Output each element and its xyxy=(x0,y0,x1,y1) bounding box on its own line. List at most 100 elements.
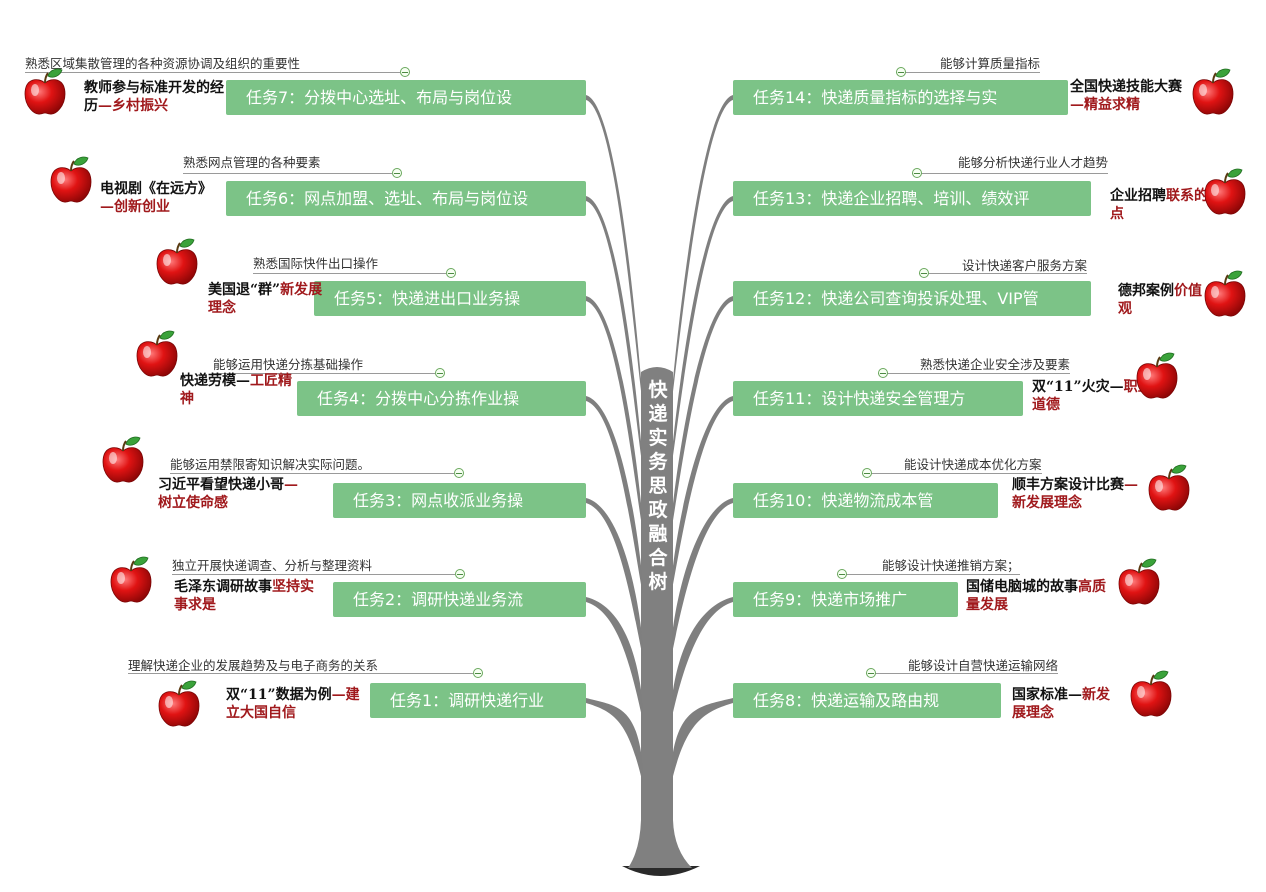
branch-line xyxy=(671,196,733,470)
collapse-toggle-icon[interactable] xyxy=(919,268,929,278)
collapse-toggle-icon[interactable] xyxy=(896,67,906,77)
task-node[interactable]: 任务9：快递市场推广 xyxy=(733,582,958,617)
case-text: 全国快递技能大赛—精益求精 xyxy=(1070,78,1190,114)
task-node[interactable]: 任务2：调研快递业务流 xyxy=(333,582,586,617)
ideology-value: —乡村振兴 xyxy=(98,98,168,114)
goal-underline xyxy=(128,673,473,674)
goal-label: 能够运用快递分拣基础操作 xyxy=(213,357,364,372)
goal-label: 理解快递企业的发展趋势及与电子商务的关系 xyxy=(128,658,379,673)
apple-icon xyxy=(1130,670,1172,717)
ideology-value: —创新创业 xyxy=(100,199,170,215)
goal-underline xyxy=(862,473,1042,474)
collapse-toggle-icon[interactable] xyxy=(862,468,872,478)
case-title: 国家标准— xyxy=(1012,687,1082,703)
ideology-value: 价值观 xyxy=(1118,283,1202,317)
apple-icon xyxy=(156,238,198,285)
case-text: 国储电脑城的故事高质量发展 xyxy=(966,578,1116,614)
branch-line xyxy=(671,698,733,785)
goal-underline xyxy=(170,473,454,474)
collapse-toggle-icon[interactable] xyxy=(473,668,483,678)
collapse-toggle-icon[interactable] xyxy=(878,368,888,378)
goal-underline xyxy=(172,574,455,575)
tree-title: 快递实务思政融合树 xyxy=(648,379,668,593)
collapse-toggle-icon[interactable] xyxy=(866,668,876,678)
apple-icon xyxy=(50,156,92,203)
apple-icon xyxy=(24,68,66,115)
ideology-value: 新发展理念 xyxy=(1012,687,1110,721)
branch-line xyxy=(586,196,643,470)
task-node[interactable]: 任务14：快递质量指标的选择与实 xyxy=(733,80,1068,115)
case-title: 国储电脑城的故事 xyxy=(966,579,1078,595)
branch-line xyxy=(671,396,733,596)
goal-underline xyxy=(183,173,392,174)
task-node[interactable]: 任务10：快递物流成本管 xyxy=(733,483,998,518)
goal-underline xyxy=(253,273,446,274)
branch-line xyxy=(586,698,643,785)
tree-root-base xyxy=(622,866,700,876)
task-node[interactable]: 任务4：分拨中心分拣作业操 xyxy=(297,381,586,416)
goal-label: 能够计算质量指标 xyxy=(940,56,1041,71)
case-title: 教师参与标准开发的经历 xyxy=(84,80,224,114)
case-text: 顺丰方案设计比赛—新发展理念 xyxy=(1012,476,1142,512)
goal-label: 独立开展快递调查、分析与整理资料 xyxy=(172,558,373,573)
task-node[interactable]: 任务13：快递企业招聘、培训、绩效评 xyxy=(733,181,1091,216)
case-text: 习近平看望快递小哥—树立使命感 xyxy=(158,476,304,512)
case-text: 教师参与标准开发的经历—乡村振兴 xyxy=(84,79,224,115)
apple-icon xyxy=(1136,352,1178,399)
goal-label: 能够运用禁限寄知识解决实际问题。 xyxy=(170,457,371,472)
goal-label: 熟悉网点管理的各种要素 xyxy=(183,155,321,170)
goal-underline xyxy=(866,673,1058,674)
goal-label: 设计快递客户服务方案 xyxy=(962,258,1088,273)
case-text: 德邦案例价值观 xyxy=(1118,282,1208,318)
case-title: 毛泽东调研故事 xyxy=(174,579,272,595)
apple-icon xyxy=(1192,68,1234,115)
apple-icon xyxy=(102,436,144,483)
case-text: 美国退“群”新发展理念 xyxy=(208,281,328,317)
task-node[interactable]: 任务8：快递运输及路由规 xyxy=(733,683,1001,718)
collapse-toggle-icon[interactable] xyxy=(454,468,464,478)
branch-line xyxy=(586,296,643,533)
goal-underline xyxy=(213,373,435,374)
task-node[interactable]: 任务6：网点加盟、选址、布局与岗位设 xyxy=(226,181,586,216)
case-text: 电视剧《在远方》 —创新创业 xyxy=(100,180,222,216)
apple-icon xyxy=(110,556,152,603)
goal-underline xyxy=(25,72,400,73)
task-node[interactable]: 任务7：分拨中心选址、布局与岗位设 xyxy=(226,80,586,115)
goal-underline xyxy=(878,373,1070,374)
case-title: 美国退“群” xyxy=(208,282,281,298)
ideology-value: 新发展理念 xyxy=(208,282,323,316)
collapse-toggle-icon[interactable] xyxy=(455,569,465,579)
goal-label: 能够设计快递推销方案； xyxy=(882,558,1020,573)
collapse-toggle-icon[interactable] xyxy=(392,168,402,178)
collapse-toggle-icon[interactable] xyxy=(912,168,922,178)
goal-label: 能设计快递成本优化方案 xyxy=(904,457,1042,472)
task-node[interactable]: 任务3：网点收派业务操 xyxy=(333,483,586,518)
task-node[interactable]: 任务11：设计快递安全管理方 xyxy=(733,381,1023,416)
task-node[interactable]: 任务1：调研快递行业 xyxy=(370,683,586,718)
case-text: 双“11”火灾—职业道德 xyxy=(1032,378,1152,414)
case-title: 全国快递技能大赛 xyxy=(1070,79,1182,95)
goal-underline xyxy=(919,273,1087,274)
goal-label: 熟悉快递企业安全涉及要素 xyxy=(920,357,1071,372)
goal-underline xyxy=(837,574,1020,575)
collapse-toggle-icon[interactable] xyxy=(400,67,410,77)
case-title: 电视剧《在远方》 xyxy=(100,181,212,197)
task-node[interactable]: 任务5：快递进出口业务操 xyxy=(314,281,586,316)
goal-underline xyxy=(896,72,1040,73)
case-title: 企业招聘 xyxy=(1110,188,1166,204)
apple-icon xyxy=(1204,270,1246,317)
task-node[interactable]: 任务12：快递公司查询投诉处理、VIP管 xyxy=(733,281,1091,316)
collapse-toggle-icon[interactable] xyxy=(446,268,456,278)
goal-label: 能够分析快递行业人才趋势 xyxy=(958,155,1109,170)
case-title: 快递劳模— xyxy=(180,373,250,389)
case-title: 顺丰方案设计比赛 xyxy=(1012,477,1124,493)
case-title: 双“11”数据为例 xyxy=(226,687,332,703)
collapse-toggle-icon[interactable] xyxy=(837,569,847,579)
goal-label: 熟悉区域集散管理的各种资源协调及组织的重要性 xyxy=(25,56,301,71)
case-text: 快递劳模—工匠精神 xyxy=(180,372,300,408)
ideology-value: —树立使命感 xyxy=(158,477,298,511)
goal-label: 能够设计自营快递运输网络 xyxy=(908,658,1059,673)
collapse-toggle-icon[interactable] xyxy=(435,368,445,378)
branch-line xyxy=(671,597,733,722)
